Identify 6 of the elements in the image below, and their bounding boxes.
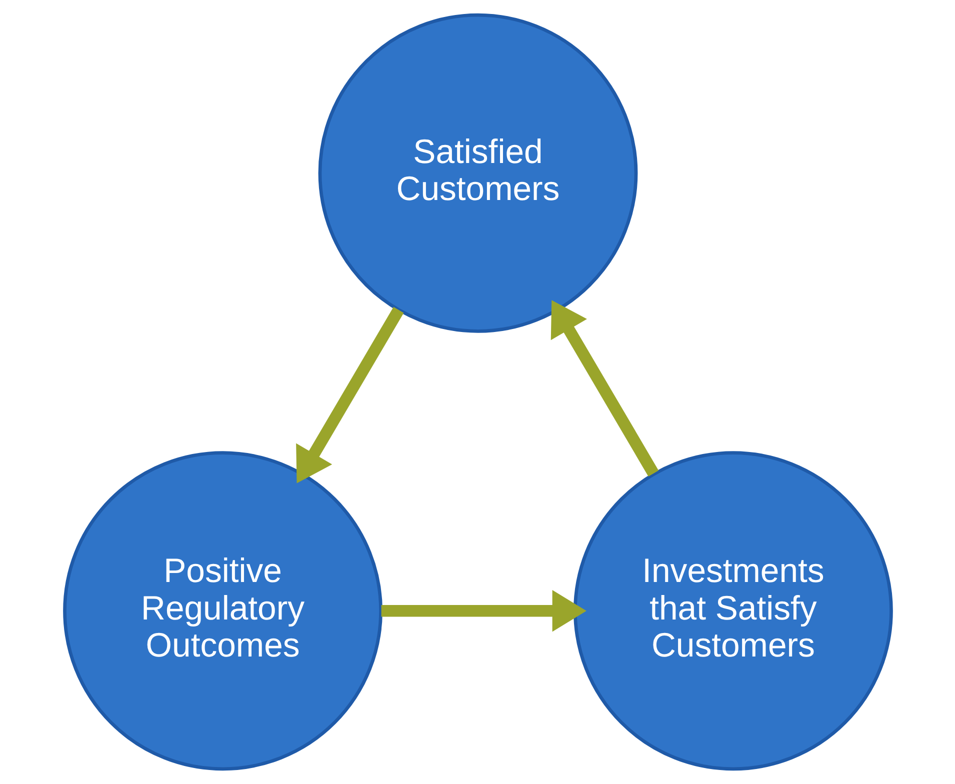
arrow bbox=[550, 300, 658, 476]
arrow bbox=[296, 306, 404, 484]
node-circle: Investments that Satisfy Customers bbox=[573, 451, 892, 771]
arrow bbox=[380, 590, 586, 632]
node-circle: Satisfied Customers bbox=[318, 13, 638, 333]
node-circle: Positive Regulatory Outcomes bbox=[62, 451, 382, 771]
